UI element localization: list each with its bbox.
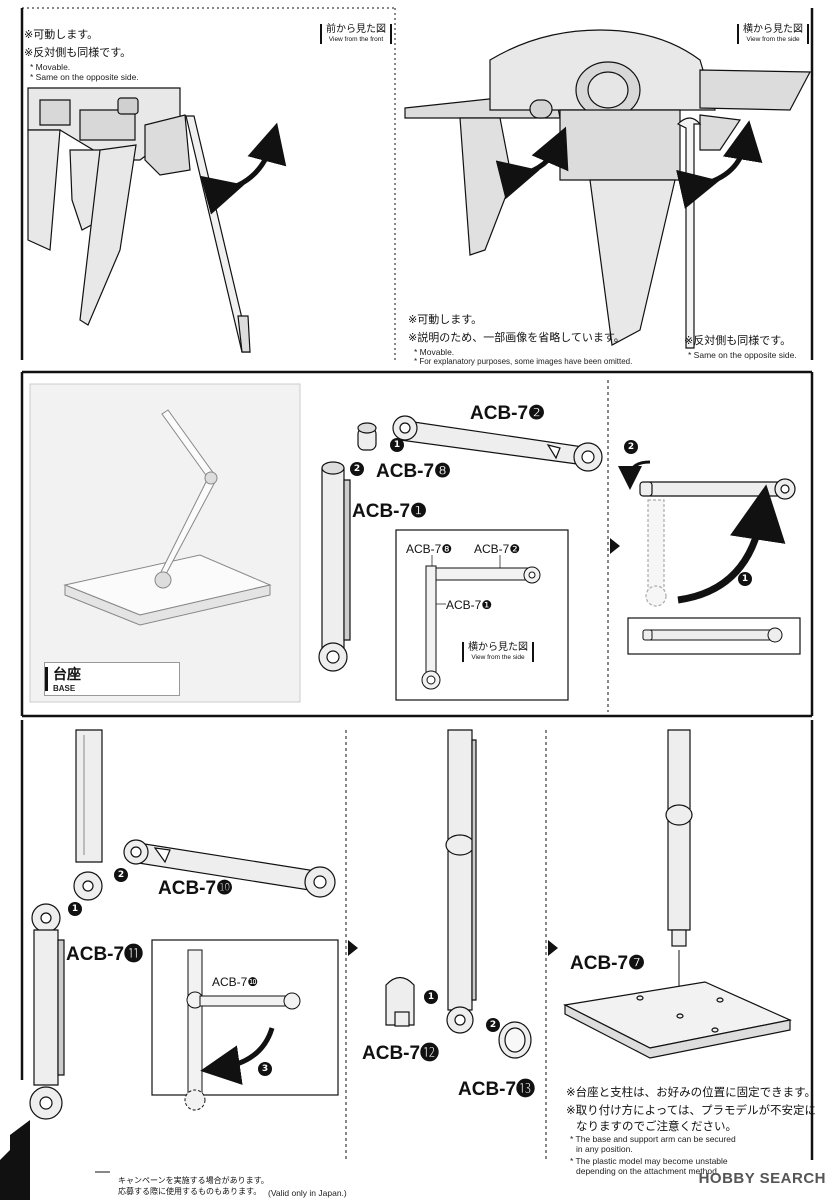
warn-note-en-1: * The plastic model may become unstable: [570, 1156, 728, 1166]
stand-photo: [29, 383, 301, 703]
front-view-label-en: View from the front: [328, 36, 384, 43]
front-view-label: 前から見た図 View from the front: [320, 24, 392, 44]
acb-7-1-pillar: [318, 461, 351, 672]
part-label-acb-7-13: ACB-7⓭: [458, 1079, 536, 1100]
hobby-search-logo: HOBBY SEARCH: [698, 1170, 826, 1187]
part-label-acb-7-8: ACB-7❽: [376, 461, 452, 482]
opposite-note-en: * Same on the opposite side.: [30, 72, 139, 82]
acb-7-13-cap: [498, 1021, 532, 1059]
explain-note-en: * For explanatory purposes, some images …: [414, 357, 633, 366]
step-1-badge-right: 1: [738, 572, 752, 586]
step-1-curve-arrow: [677, 484, 786, 604]
step-2-badge-p4: 2: [114, 868, 128, 882]
explain-note-jp: ※説明のため、一部画像を省略しています。: [408, 331, 625, 344]
acb-7-10-arm: [123, 839, 336, 898]
side-view-assembly: [642, 627, 783, 643]
pillar-middle: [445, 729, 477, 1034]
inset-box-side-view: [395, 529, 569, 701]
rotate-arrow-side-left: [495, 126, 569, 200]
base-label-bar: [45, 667, 48, 691]
inset-label-acb-7-1: ACB-7❶: [446, 598, 493, 612]
rotate-arrow-front: [200, 122, 287, 215]
warn-note-jp-2: なりますのでご注意ください。: [576, 1119, 737, 1133]
opposite-note-jp-2: ※反対側も同様です。: [684, 334, 792, 347]
inset-box-rotate: [151, 939, 339, 1096]
robot-front-view: [27, 87, 191, 326]
base-label: 台座 BASE: [44, 662, 180, 696]
step-3-curve-arrow: [200, 1027, 275, 1085]
inset-assembly: [421, 565, 541, 690]
step-2-badge-p4-mid: 2: [486, 1018, 500, 1032]
base-label-en: BASE: [53, 684, 76, 693]
movable-note-en-2: * Movable.: [414, 347, 455, 357]
inset-side-view-en: View from the side: [471, 654, 525, 661]
part-label-acb-7-7: ACB-7❼: [570, 953, 646, 974]
acb-7-12-cap: [385, 976, 415, 1027]
step-3-badge: 3: [258, 1062, 272, 1076]
campaign-note-jp-1: キャンペーンを実施する場合があります。: [118, 1176, 269, 1185]
acb-7-8-joint: [357, 422, 377, 451]
side-view-label: 横から見た図 View from the side: [737, 24, 809, 44]
movable-note-jp: ※可動します。: [24, 28, 99, 41]
fix-note-en-2: in any position.: [576, 1144, 633, 1154]
panel-borders: [20, 7, 814, 1160]
footer-bars: [0, 1120, 30, 1200]
base-label-jp: 台座: [53, 667, 81, 683]
opposite-note-en-2: * Same on the opposite side.: [688, 350, 797, 360]
step-2-curve-arrow: [618, 460, 651, 490]
support-arm-side: [676, 117, 702, 349]
rotate-arrow-side-right: [676, 120, 763, 209]
side-view-label-en: View from the side: [746, 36, 800, 43]
next-step-arrow-icon-2: [348, 940, 358, 956]
part-label-acb-7-11: ACB-7⓫: [66, 944, 144, 965]
opposite-note-jp: ※反対側も同様です。: [24, 46, 132, 59]
part-label-acb-7-2: ACB-7❷: [470, 403, 546, 424]
inset-side-view-label: 横から見た図 View from the side: [462, 642, 534, 662]
part-label-acb-7-10: ACB-7❿: [158, 878, 234, 899]
movable-note-en: * Movable.: [30, 62, 71, 72]
front-view-label-jp: 前から見た図: [326, 24, 386, 35]
acb-7-2-arm: [392, 415, 603, 472]
part-label-acb-7-1: ACB-7❶: [352, 501, 428, 522]
campaign-note-jp-2: 応募する際に使用するものもあります。: [118, 1187, 262, 1196]
warn-note-en-2: depending on the attachment method.: [576, 1166, 720, 1176]
next-step-arrow-icon-3: [548, 940, 558, 956]
inset-label-acb-7-10: ACB-7❿: [212, 975, 259, 989]
movable-note-jp-2: ※可動します。: [408, 313, 483, 326]
step-1-badge: 1: [390, 438, 404, 452]
acb-7-11-pillar: [29, 903, 65, 1120]
step-1-badge-p4: 1: [68, 902, 82, 916]
step-1-badge-p4-mid: 1: [424, 990, 438, 1004]
support-arm-front: [185, 115, 251, 353]
fix-note-jp: ※台座と支柱は、お好みの位置に固定できます。: [566, 1085, 816, 1099]
side-view-label-jp: 横から見た図: [743, 24, 803, 35]
inset-side-view-jp: 横から見た図: [468, 642, 528, 653]
warn-note-jp-1: ※取り付け方によっては、プラモデルが不安定に: [566, 1103, 816, 1117]
rotated-assembly: [639, 478, 796, 607]
next-step-arrow-icon: [610, 538, 620, 554]
inset-label-acb-7-8: ACB-7❽: [406, 542, 453, 556]
stand-photo-model: [63, 409, 272, 626]
robot-side-view: [404, 29, 811, 346]
inset-leader-lines: [431, 555, 501, 605]
step-2-badge-right: 2: [624, 440, 638, 454]
base-plate: [563, 981, 792, 1059]
part-label-acb-7-12: ACB-7⓬: [362, 1043, 440, 1064]
pillar-right: [665, 729, 693, 947]
inset-rotate-assembly: [184, 949, 301, 1111]
japan-only-note: (Valid only in Japan.): [268, 1188, 347, 1198]
step-2-badge: 2: [350, 462, 364, 476]
fix-note-en-1: * The base and support arm can be secure…: [570, 1134, 736, 1144]
pillar-top: [73, 729, 103, 901]
inset-label-acb-7-2: ACB-7❷: [474, 542, 521, 556]
